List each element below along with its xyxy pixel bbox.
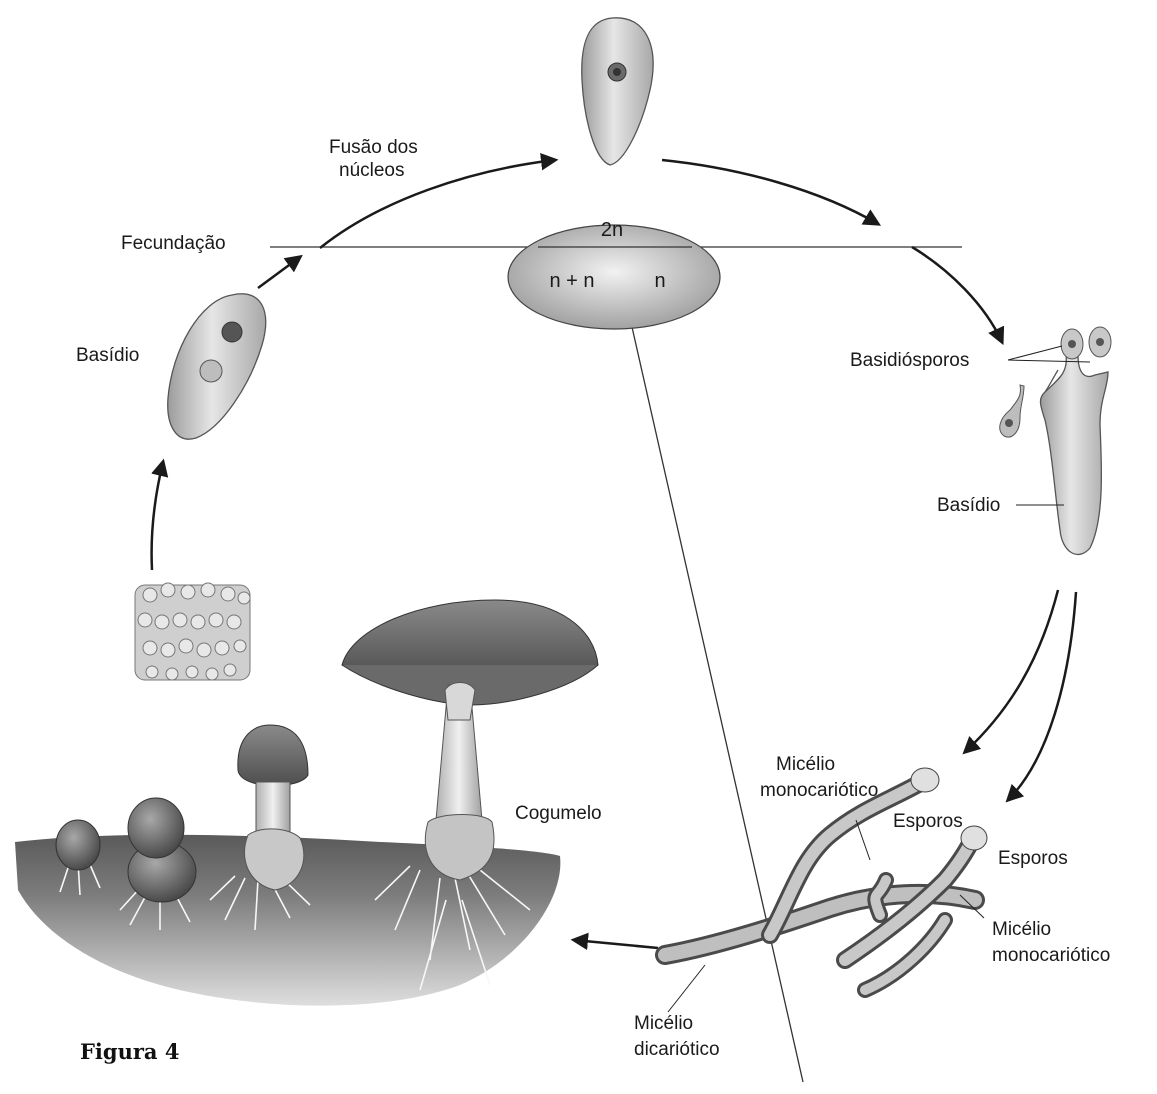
fecundation-label: Fecundação <box>121 233 226 254</box>
diploid-cell <box>582 18 653 165</box>
di-mycelium-line2: dicariótico <box>634 1039 720 1060</box>
spores-label-2: Esporos <box>998 848 1068 869</box>
leader-micelio-di <box>668 965 705 1012</box>
mushroom-label: Cogumelo <box>515 803 602 824</box>
young-mushroom <box>238 725 308 890</box>
ploidy-diagonal-line <box>615 252 803 1082</box>
basidiospores-label: Basidiósporos <box>850 350 969 371</box>
fusion-label-line1: Fusão dos <box>329 137 418 158</box>
arrow-up-gills <box>152 462 163 570</box>
left-basidium <box>168 294 266 439</box>
mono-mycelium-1-line2: monocariótico <box>760 780 878 801</box>
arrow-to-meiosis <box>662 160 878 224</box>
arrow-to-basidium <box>912 247 1002 342</box>
arrow-to-spores-1 <box>965 590 1058 752</box>
di-mycelium-line1: Micélio <box>634 1013 693 1034</box>
spore-1 <box>911 768 939 792</box>
figure-caption: Figura 4 <box>80 1039 179 1064</box>
arrow-to-mushroom <box>574 940 658 948</box>
gills-illustration <box>135 583 250 680</box>
spore-2 <box>961 826 987 850</box>
left-basidium-label: Basídio <box>76 345 139 366</box>
mono-mycelium-1-line1: Micélio <box>776 754 835 775</box>
spores-label-1: Esporos <box>893 811 963 832</box>
ploidy-nn-label: n + n <box>549 270 594 292</box>
arrow-to-fecundation <box>258 257 300 288</box>
right-basidium <box>1000 327 1111 554</box>
fusion-label-line2: núcleos <box>339 160 405 181</box>
ploidy-2n-label: 2n <box>601 219 623 241</box>
mono-mycelium-2-line1: Micélio <box>992 919 1051 940</box>
right-basidium-label: Basídio <box>937 495 1000 516</box>
ploidy-n-label: n <box>654 270 665 292</box>
mono-mycelium-2-line2: monocariótico <box>992 945 1110 966</box>
leader-micelio-mono-1 <box>856 820 870 860</box>
arrow-to-spores-2 <box>1008 592 1076 800</box>
button-mushroom <box>56 820 100 870</box>
mature-mushroom <box>342 600 598 880</box>
egg-mushroom <box>128 798 196 902</box>
